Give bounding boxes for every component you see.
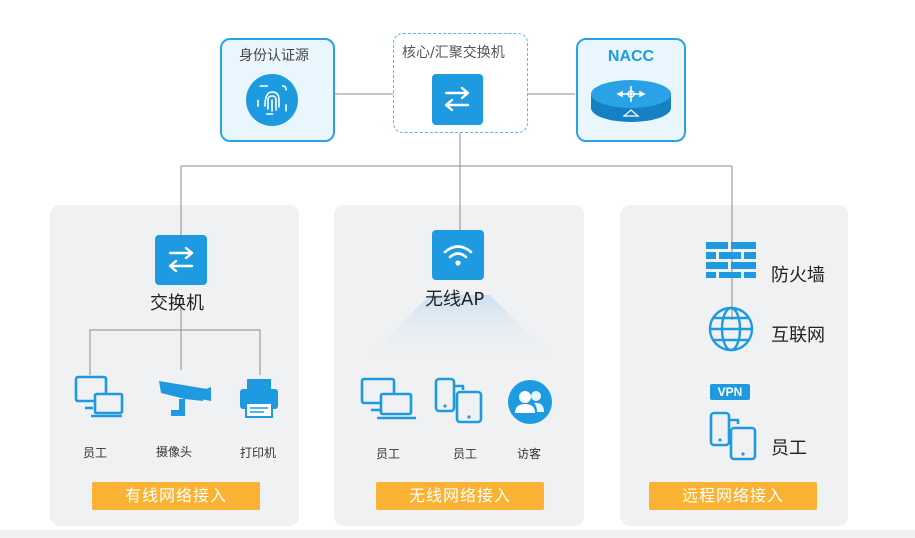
core-switch-label: 核心/汇聚交换机 (402, 45, 505, 61)
bottom-strip (0, 530, 915, 538)
wireless-access-badge: 无线网络接入 (376, 482, 544, 510)
remote-employee-label: 员工 (771, 438, 807, 459)
wired-access-badge: 有线网络接入 (92, 482, 260, 510)
router-icon (591, 80, 671, 122)
firewall-icon (706, 242, 756, 278)
switch-label: 交换机 (150, 293, 204, 314)
endpoint-label: 摄像头 (156, 445, 193, 459)
endpoint-label: 打印机 (240, 446, 277, 460)
globe-icon (708, 306, 754, 352)
identity-source-label: 身份认证源 (239, 48, 309, 64)
switch-icon (155, 235, 207, 285)
monitor-icon (360, 377, 416, 420)
fingerprint-icon (246, 74, 298, 126)
remote-access-badge: 远程网络接入 (649, 482, 817, 510)
wifi-icon (432, 230, 484, 280)
wifi-beam (360, 295, 560, 365)
phone-tablet-icon (434, 377, 483, 424)
firewall-label: 防火墙 (771, 265, 825, 286)
endpoint-label: 员工 (376, 447, 401, 461)
endpoint-label: 员工 (453, 447, 478, 461)
endpoint-label: 员工 (83, 446, 108, 460)
printer-icon (240, 379, 278, 418)
nacc-label: NACC (607, 48, 655, 65)
vpn-tag: VPN (710, 384, 750, 400)
monitor-icon (74, 375, 124, 418)
switch-icon (432, 74, 483, 125)
visitor-icon (508, 380, 552, 424)
camera-icon (159, 381, 211, 416)
endpoint-label: 访客 (517, 447, 542, 461)
phone-tablet-icon (709, 411, 757, 461)
wireless-ap-label: 无线AP (425, 289, 485, 310)
internet-label: 互联网 (771, 325, 825, 346)
